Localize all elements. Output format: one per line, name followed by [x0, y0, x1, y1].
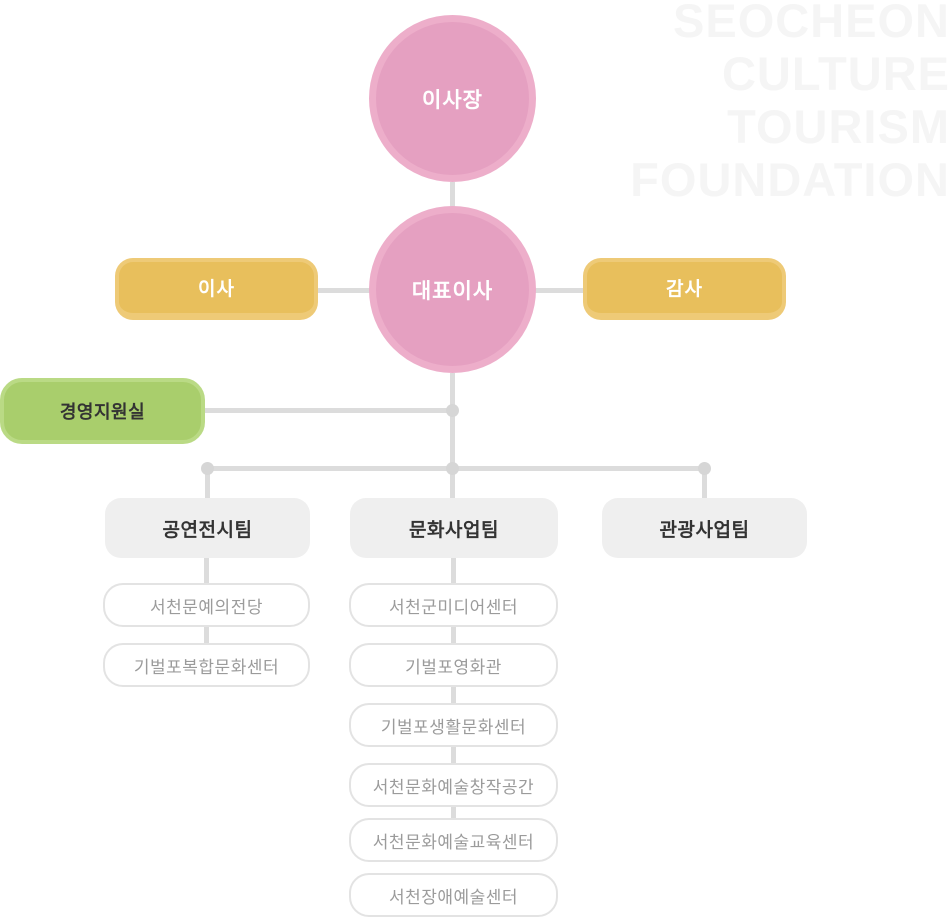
connector-sub — [451, 687, 456, 703]
sub-box: 기벌포생활문화센터 — [349, 703, 558, 747]
connector-sub — [204, 627, 209, 643]
team-box-performance-exhibition: 공연전시팀 — [105, 498, 310, 558]
sub-box-label: 기벌포복합문화센터 — [133, 657, 280, 677]
junction-dot-support — [446, 404, 459, 417]
sub-box: 서천장애예술센터 — [349, 873, 558, 917]
connector-drop-team3 — [702, 468, 707, 498]
sub-box-label: 서천문화예술교육센터 — [372, 832, 535, 852]
sub-box-label: 서천장애예술센터 — [388, 887, 519, 907]
team-label: 문화사업팀 — [409, 519, 499, 541]
watermark-line: TOURISM — [727, 100, 950, 153]
sub-box: 기벌포영화관 — [349, 643, 558, 687]
junction-dot-team2 — [446, 462, 459, 475]
sub-box: 서천문화예술교육센터 — [349, 818, 558, 862]
auditor-node: 감사 — [583, 258, 786, 320]
sub-box-label: 서천군미디어센터 — [388, 597, 519, 617]
connector-drop-team2 — [450, 468, 455, 498]
chairman-node: 이사장 — [369, 15, 536, 182]
connector-sub — [451, 558, 456, 583]
watermark-line: SEOCHEON — [673, 0, 950, 47]
team-box-culture-business: 문화사업팀 — [350, 498, 558, 558]
connector-sub — [204, 558, 209, 583]
team-label: 공연전시팀 — [162, 519, 253, 541]
chairman-label: 이사장 — [422, 88, 483, 112]
connector-ceo-down — [450, 373, 455, 468]
auditor-label: 감사 — [666, 279, 703, 300]
ceo-label: 대표이사 — [411, 279, 494, 303]
connector-ceo-auditor — [535, 288, 583, 293]
connector-sub — [451, 747, 456, 763]
director-node: 이사 — [115, 258, 318, 320]
watermark-line: FOUNDATION — [630, 153, 950, 206]
watermark-text: SEOCHEON CULTURE TOURISM FOUNDATION — [630, 0, 950, 206]
sub-box: 기벌포복합문화센터 — [103, 643, 310, 687]
connector-director-ceo — [318, 288, 370, 293]
sub-box: 서천문화예술창작공간 — [349, 763, 558, 807]
junction-dot-team3 — [698, 462, 711, 475]
team-box-tourism-business: 관광사업팀 — [602, 498, 807, 558]
sub-box-label: 서천문예의전당 — [150, 597, 263, 617]
director-label: 이사 — [198, 279, 235, 300]
connector-support-office — [205, 408, 453, 413]
team-label: 관광사업팀 — [659, 519, 750, 541]
sub-box-label: 서천문화예술창작공간 — [372, 777, 535, 797]
sub-box: 서천문예의전당 — [103, 583, 310, 627]
watermark-line: CULTURE — [721, 47, 950, 100]
sub-box-label: 기벌포영화관 — [405, 657, 502, 677]
connector-drop-team1 — [205, 468, 210, 498]
connector-chairman-ceo — [450, 182, 455, 207]
connector-sub — [451, 627, 456, 643]
support-office-label: 경영지원실 — [59, 402, 146, 422]
junction-dot-team1 — [201, 462, 214, 475]
support-office-node: 경영지원실 — [0, 378, 205, 444]
ceo-node: 대표이사 — [369, 206, 536, 373]
sub-box: 서천군미디어센터 — [349, 583, 558, 627]
connector-sub — [451, 807, 456, 818]
sub-box-label: 기벌포생활문화센터 — [380, 717, 527, 737]
